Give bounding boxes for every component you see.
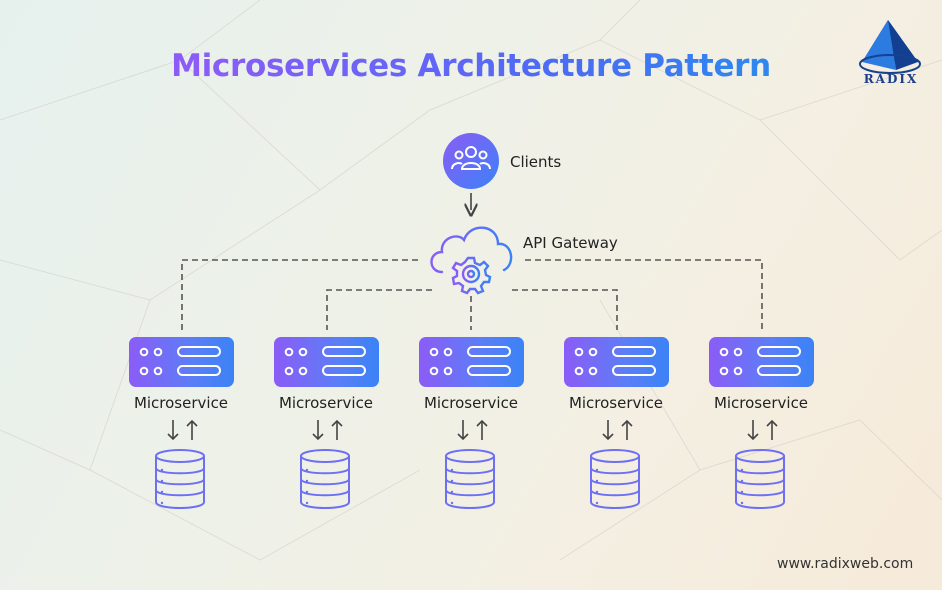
- microservice-label: Microservice: [133, 394, 229, 412]
- microservice-server-4: [564, 337, 669, 387]
- clients-label: Clients: [510, 153, 562, 171]
- microservice-label: Microservice: [713, 394, 809, 412]
- microservice-server-3: [419, 337, 524, 387]
- database-icon: [155, 449, 205, 509]
- request-response-arrows-icon: [747, 419, 778, 441]
- server-icon: [284, 346, 366, 376]
- database-icon: [300, 449, 350, 509]
- gateway-to-ms5-line: [525, 259, 763, 330]
- server-icon: [719, 346, 801, 376]
- radix-logo-icon: [859, 20, 921, 74]
- database-icon: [445, 449, 495, 509]
- server-icon: [429, 346, 511, 376]
- microservice-server-1: [129, 337, 234, 387]
- request-response-arrows-icon: [167, 419, 198, 441]
- database-icon: [590, 449, 640, 509]
- microservice-label: Microservice: [423, 394, 519, 412]
- website-url[interactable]: www.radixweb.com: [777, 556, 914, 572]
- request-response-arrows-icon: [457, 419, 488, 441]
- gateway-to-ms1-line: [181, 259, 418, 330]
- cloud-gear-icon: [430, 226, 513, 295]
- microservice-label: Microservice: [568, 394, 664, 412]
- database-icon: [735, 449, 785, 509]
- request-response-arrows-icon: [312, 419, 343, 441]
- microservice-server-2: [274, 337, 379, 387]
- microservice-server-5: [709, 337, 814, 387]
- gateway-to-ms2-line: [326, 289, 432, 330]
- server-icon: [139, 346, 221, 376]
- microservice-label: Microservice: [278, 394, 374, 412]
- server-icon: [574, 346, 656, 376]
- users-icon: [451, 146, 491, 170]
- request-response-arrows-icon: [602, 419, 633, 441]
- page-title: Microservices Architecture Pattern: [0, 48, 942, 84]
- logo-text: RADIX: [863, 72, 919, 86]
- gateway-to-ms4-line: [512, 289, 618, 330]
- gateway-label: API Gateway: [523, 234, 618, 252]
- clients-node: [443, 133, 499, 189]
